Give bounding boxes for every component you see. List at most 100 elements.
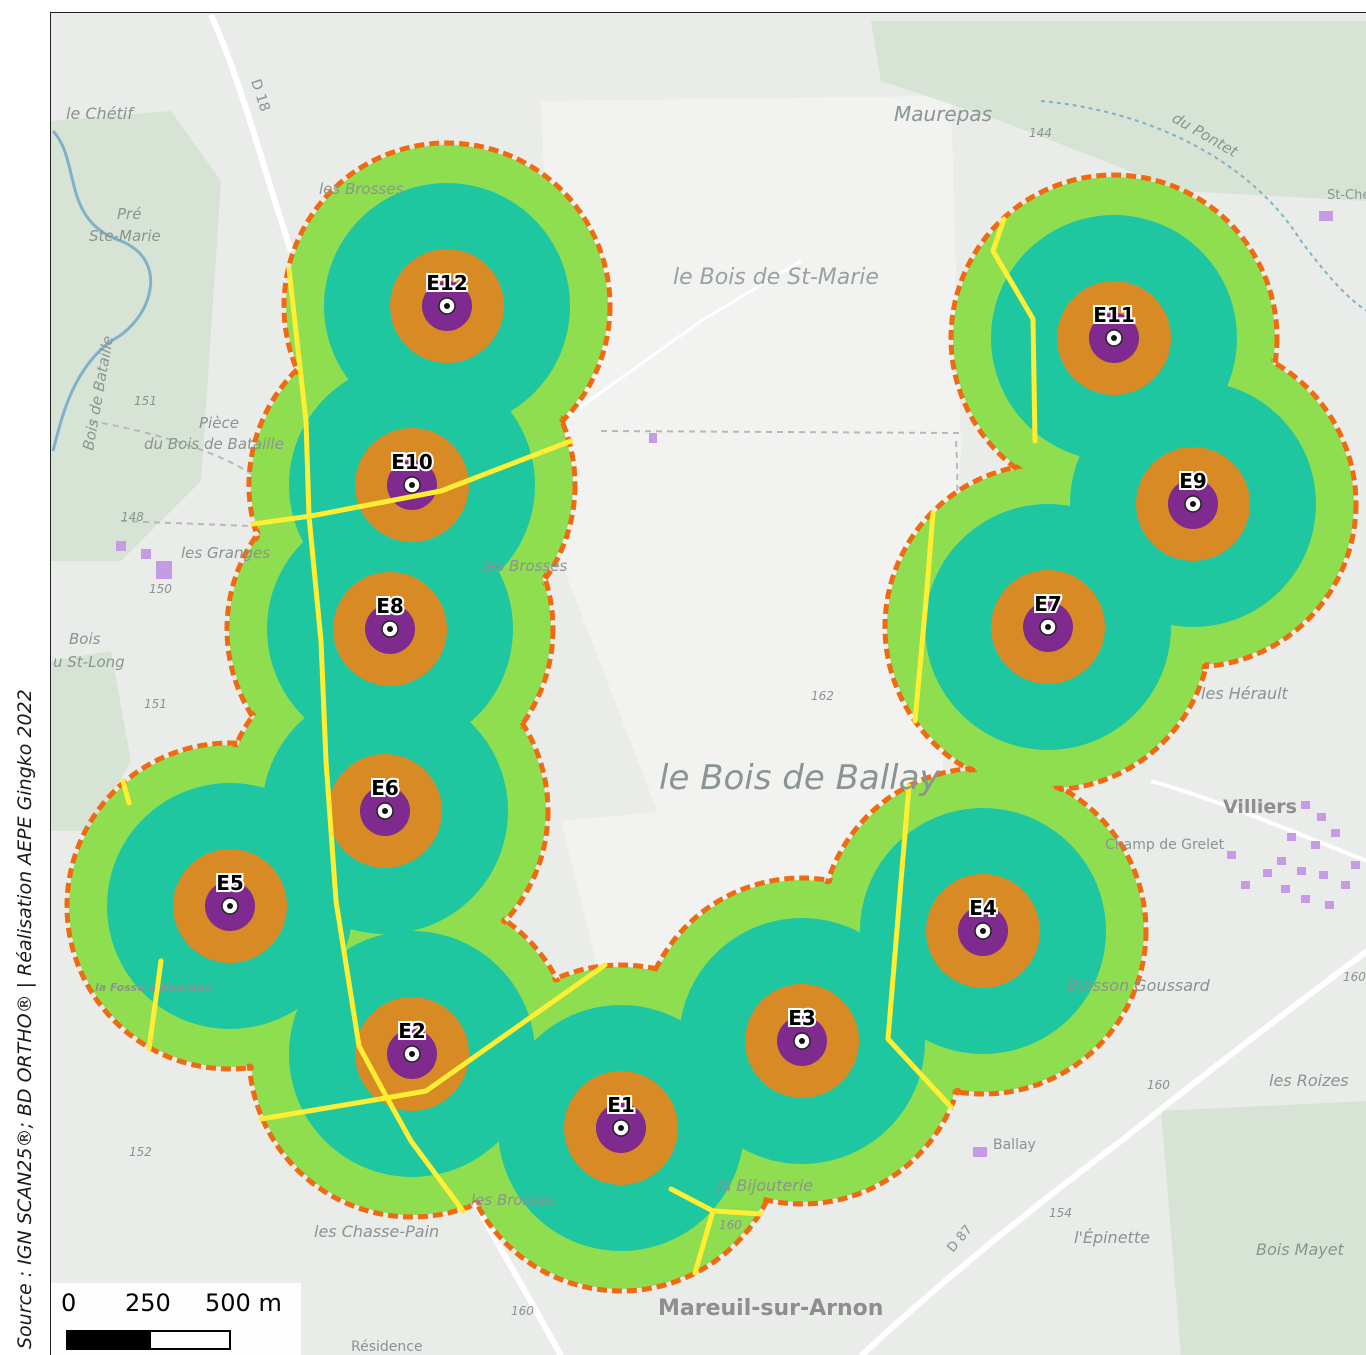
spot-height: 154 xyxy=(1049,1206,1072,1220)
building xyxy=(1311,841,1320,849)
turbine-e5[interactable]: E5 xyxy=(214,869,246,915)
turbine-point-center xyxy=(799,1038,805,1044)
label-bourdon: la Fosse à Bourdon xyxy=(95,981,213,994)
turbine-e12[interactable]: E12 xyxy=(424,269,470,315)
access-track xyxy=(120,778,132,806)
turbine-e8[interactable]: E8 xyxy=(374,592,406,638)
turbine-markers[interactable]: E1 E2 E3 E4 E5 E6 E7 E8 E9 E10 E11 E12 xyxy=(214,269,1209,1137)
map-frame[interactable]: le Chétif Pré Ste-Marie les Brosses Maur… xyxy=(50,12,1366,1355)
building xyxy=(1319,871,1328,879)
turbine-point-center xyxy=(227,903,233,909)
source-credit: Source : IGN SCAN25®; BD ORTHO® | Réalis… xyxy=(14,689,36,1349)
spot-height: 150 xyxy=(149,582,172,596)
label-piece: Pièce xyxy=(199,414,239,432)
building xyxy=(1317,813,1326,821)
label-goussard: Buisson Goussard xyxy=(1067,976,1211,995)
building xyxy=(156,561,172,579)
turbine-e1[interactable]: E1 xyxy=(605,1091,637,1137)
spot-height: 151 xyxy=(144,697,167,711)
building xyxy=(1263,869,1272,877)
turbine-e11[interactable]: E11 xyxy=(1091,301,1137,347)
spot-height: 152 xyxy=(129,1145,152,1159)
building xyxy=(141,549,151,559)
spot-height: 160 xyxy=(719,1218,742,1232)
scale-segment-white xyxy=(149,1330,231,1350)
road xyxy=(560,259,802,423)
building xyxy=(1325,901,1334,909)
turbine-e3[interactable]: E3 xyxy=(786,1004,818,1050)
turbine-point-center xyxy=(444,303,450,309)
label-chetif: le Chétif xyxy=(66,104,135,123)
road xyxy=(208,13,294,252)
scale-label-0: 0 xyxy=(61,1289,76,1317)
turbine-e4[interactable]: E4 xyxy=(967,894,999,940)
building xyxy=(1241,881,1250,889)
label-chasse-pain: les Chasse-Pain xyxy=(314,1222,439,1241)
access-track xyxy=(250,438,574,527)
label-bois-mayet: Bois Mayet xyxy=(1256,1240,1345,1259)
label-brosses-mid: les Brosses xyxy=(483,557,567,575)
label-bois-st-marie: le Bois de St-Marie xyxy=(673,265,879,290)
spot-heights: 144 151 148 150 151 162 152 160 160 160 … xyxy=(121,126,1366,1318)
building xyxy=(1277,857,1286,865)
access-track xyxy=(912,510,936,724)
label-maurepas: Maurepas xyxy=(894,102,992,126)
path-dashed xyxy=(600,430,962,434)
access-track xyxy=(146,958,164,1052)
turbine-e9[interactable]: E9 xyxy=(1177,467,1209,513)
scale-segment-black xyxy=(66,1330,151,1350)
label-st-long: u St-Long xyxy=(53,653,125,671)
turbine-label: E3 xyxy=(788,1006,816,1030)
building xyxy=(649,433,657,443)
scale-label-500m: 500 m xyxy=(205,1289,282,1317)
base-map-features xyxy=(51,13,1366,1355)
label-residence: Résidence xyxy=(351,1339,423,1355)
building xyxy=(116,541,126,551)
access-track xyxy=(885,783,954,1110)
spot-height: 160 xyxy=(1147,1078,1170,1092)
building xyxy=(1287,833,1296,841)
light-field xyxy=(541,96,961,821)
turbine-label: E8 xyxy=(376,594,404,618)
access-track xyxy=(258,962,608,1122)
turbine-e6[interactable]: E6 xyxy=(369,774,401,820)
spot-height: 160 xyxy=(511,1304,534,1318)
turbine-label: E7 xyxy=(1034,592,1062,616)
woods-area xyxy=(51,651,131,831)
river xyxy=(51,129,152,452)
building xyxy=(1301,801,1310,809)
label-ballay: Ballay xyxy=(993,1137,1036,1153)
turbine-point-center xyxy=(1045,624,1051,630)
label-roizes: les Roizes xyxy=(1269,1071,1349,1090)
label-bijouterie: la Bijouterie xyxy=(717,1176,813,1195)
turbine-e10[interactable]: E10 xyxy=(389,448,435,494)
turbine-point-center xyxy=(382,808,388,814)
stream xyxy=(1040,100,1366,312)
label-grelet: Champ de Grelet xyxy=(1105,837,1225,853)
label-bois-ballay: le Bois de Ballay xyxy=(659,758,940,798)
woods-area xyxy=(871,21,1366,201)
turbine-point-center xyxy=(980,928,986,934)
scale-bar: 0 250 500 m xyxy=(51,1283,301,1355)
turbine-e7[interactable]: E7 xyxy=(1032,590,1064,636)
turbine-label: E4 xyxy=(969,896,997,920)
building xyxy=(1331,829,1340,837)
label-bois: Bois xyxy=(69,630,101,648)
map-canvas[interactable]: le Chétif Pré Ste-Marie les Brosses Maur… xyxy=(51,13,1366,1355)
spot-height: 144 xyxy=(1029,126,1052,140)
turbine-point-center xyxy=(1111,335,1117,341)
turbine-label: E6 xyxy=(371,776,399,800)
label-villiers: Villiers xyxy=(1223,796,1297,818)
villiers-buildings xyxy=(1227,801,1360,909)
label-bois-bataille: du Bois de Bataille xyxy=(144,435,284,453)
building xyxy=(973,1147,987,1157)
scale-label-250: 250 xyxy=(125,1289,171,1317)
road xyxy=(858,948,1366,1355)
turbine-point-center xyxy=(409,482,415,488)
building xyxy=(1341,881,1350,889)
access-track xyxy=(990,216,1038,444)
turbine-e2[interactable]: E2 xyxy=(396,1017,428,1063)
turbine-label: E9 xyxy=(1179,469,1207,493)
spot-height: 162 xyxy=(811,689,834,703)
spot-height: 160 xyxy=(1343,970,1366,984)
